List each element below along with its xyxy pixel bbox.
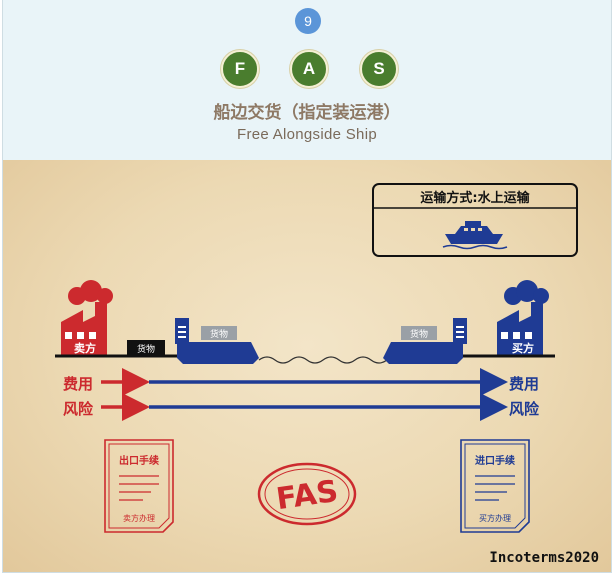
fas-stamp <box>257 462 357 526</box>
illustration-scene: 运输方式:水上运输 <box>3 160 611 572</box>
incoterms-brand: Incoterms2020 <box>489 550 599 566</box>
title-chinese: 船边交货（指定装运港） <box>213 103 401 123</box>
left-ship-cargo-label: 货物 <box>210 328 228 340</box>
cargo-label: 货物 <box>137 343 155 355</box>
letter-badge-a: A <box>290 50 328 88</box>
transport-mode-box: 运输方式:水上运输 <box>372 183 578 257</box>
risk-label-left: 风险 <box>63 400 94 418</box>
card-header: 9 F A S 船边交货（指定装运港） Free Alongside Ship <box>3 0 611 161</box>
export-doc-title: 出口手续 <box>119 454 159 467</box>
export-doc-subtitle: 卖方办理 <box>123 513 155 523</box>
seller-factory-icon <box>55 280 133 358</box>
cost-label-left: 费用 <box>63 375 93 393</box>
left-ship-icon <box>175 318 259 364</box>
export-document-icon <box>104 439 174 533</box>
import-doc-subtitle: 买方办理 <box>479 513 511 523</box>
water-wave <box>258 356 388 364</box>
import-doc-title: 进口手续 <box>475 454 515 467</box>
ship-icon <box>442 221 508 250</box>
letter-badge-s: S <box>360 50 398 88</box>
scene-svg: 运输方式:水上运输 <box>55 183 599 566</box>
right-ship-icon <box>383 318 497 364</box>
right-ship-cargo-label: 货物 <box>410 328 428 340</box>
buyer-label: 买方 <box>512 341 534 355</box>
transport-mode-label: 运输方式:水上运输 <box>420 190 530 206</box>
seller-label: 卖方 <box>74 341 96 355</box>
buyer-factory-icon <box>493 280 555 358</box>
number-badge: 9 <box>295 8 321 34</box>
cargo-box <box>127 340 179 358</box>
risk-label-right: 风险 <box>509 400 540 418</box>
letter-badge-f: F <box>221 50 259 88</box>
cost-label-right: 费用 <box>509 375 539 393</box>
fas-stamp-text: FAS <box>274 474 340 517</box>
import-document-icon <box>460 439 530 533</box>
title-english: Free Alongside Ship <box>237 126 377 143</box>
